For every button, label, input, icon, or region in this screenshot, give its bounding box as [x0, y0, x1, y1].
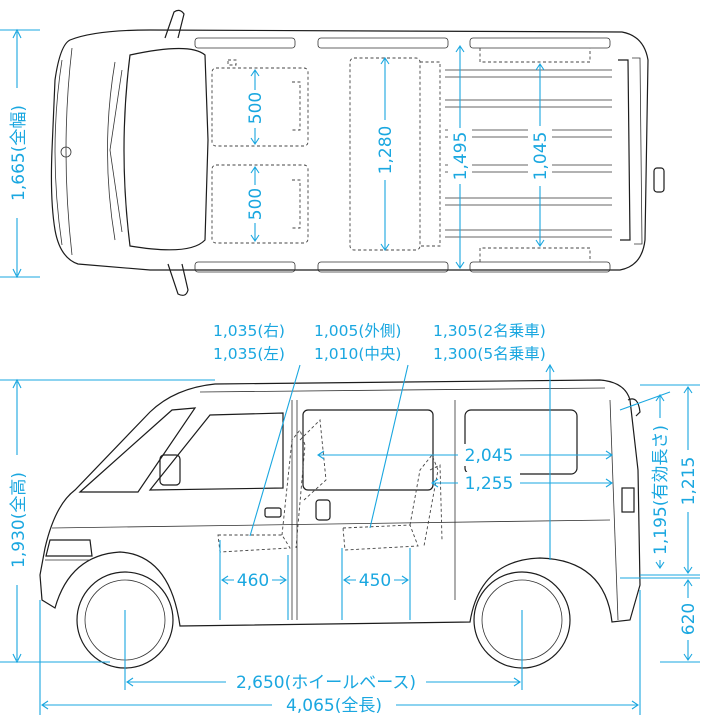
cargo-height-5-seater-label: 1,300(5名乗車) — [433, 345, 546, 363]
cargo-height-2-seater-label: 1,305(2名乗車) — [433, 322, 546, 340]
front-seat-depth-label: 460 — [237, 571, 269, 591]
second-seat-outer-label: 1,005(外側) — [314, 322, 401, 340]
side-mirror-icon — [159, 454, 181, 486]
side-body-outline — [39, 379, 641, 627]
cargo-width-max-label: 1,495 — [451, 132, 471, 181]
spare-mirror-icon — [653, 167, 665, 193]
second-row-seat — [349, 57, 421, 251]
front-seat-right — [211, 67, 309, 147]
top-windshield — [123, 47, 209, 251]
overall-height-label: 1,930(全高) — [9, 472, 29, 568]
cargo-length-5-seater-label: 1,255 — [465, 474, 514, 494]
front-seat-height-right-label: 1,035(右) — [213, 322, 285, 340]
second-seat-depth-label: 450 — [359, 571, 391, 591]
headlight-icon — [45, 539, 93, 557]
rear-lamp-icon — [621, 487, 635, 513]
effective-rear-height-label: 1,195(有効長さ) — [651, 425, 671, 555]
front-seat-left-label: 500 — [246, 188, 266, 220]
second-seat-center-label: 1,010(中央) — [314, 345, 401, 363]
front-seat-height-left-label: 1,035(左) — [213, 345, 285, 363]
side-dimensions: 1,035(右) 1,035(左) 1,005(外側) 1,010(中央) 1,… — [0, 322, 700, 717]
overall-length-label: 4,065(全長) — [286, 696, 382, 716]
top-dimensions: 1,665(全幅) 500 500 1,280 1,495 1,045 — [0, 28, 552, 279]
front-seat-side — [217, 429, 306, 553]
mirror-top-icon — [164, 9, 185, 39]
front-door-window — [148, 412, 284, 491]
mirror-bottom-icon — [167, 263, 189, 296]
front-door-handle-icon — [264, 507, 282, 518]
cargo-length-2-seater-label: 2,045 — [465, 446, 514, 466]
emblem-icon — [60, 146, 72, 158]
top-body-outline — [50, 29, 649, 271]
second-row-seat-label: 1,280 — [376, 126, 396, 175]
side-windshield — [78, 407, 197, 493]
rear-quarter-window — [464, 409, 578, 475]
rear-opening-height-label: 1,215 — [679, 457, 699, 506]
top-view — [50, 9, 665, 296]
slide-door-window — [302, 409, 434, 491]
floor-height-label: 620 — [679, 603, 699, 635]
second-seat-side — [342, 454, 439, 551]
overall-width-label: 1,665(全幅) — [9, 105, 29, 201]
front-seat-right-label: 500 — [246, 92, 266, 124]
front-seat-left — [211, 164, 309, 244]
wheelbase-label: 2,650(ホイールベース) — [236, 673, 416, 693]
slide-door-handle-icon — [315, 499, 331, 521]
cargo-width-wheelhouse-label: 1,045 — [531, 132, 551, 181]
